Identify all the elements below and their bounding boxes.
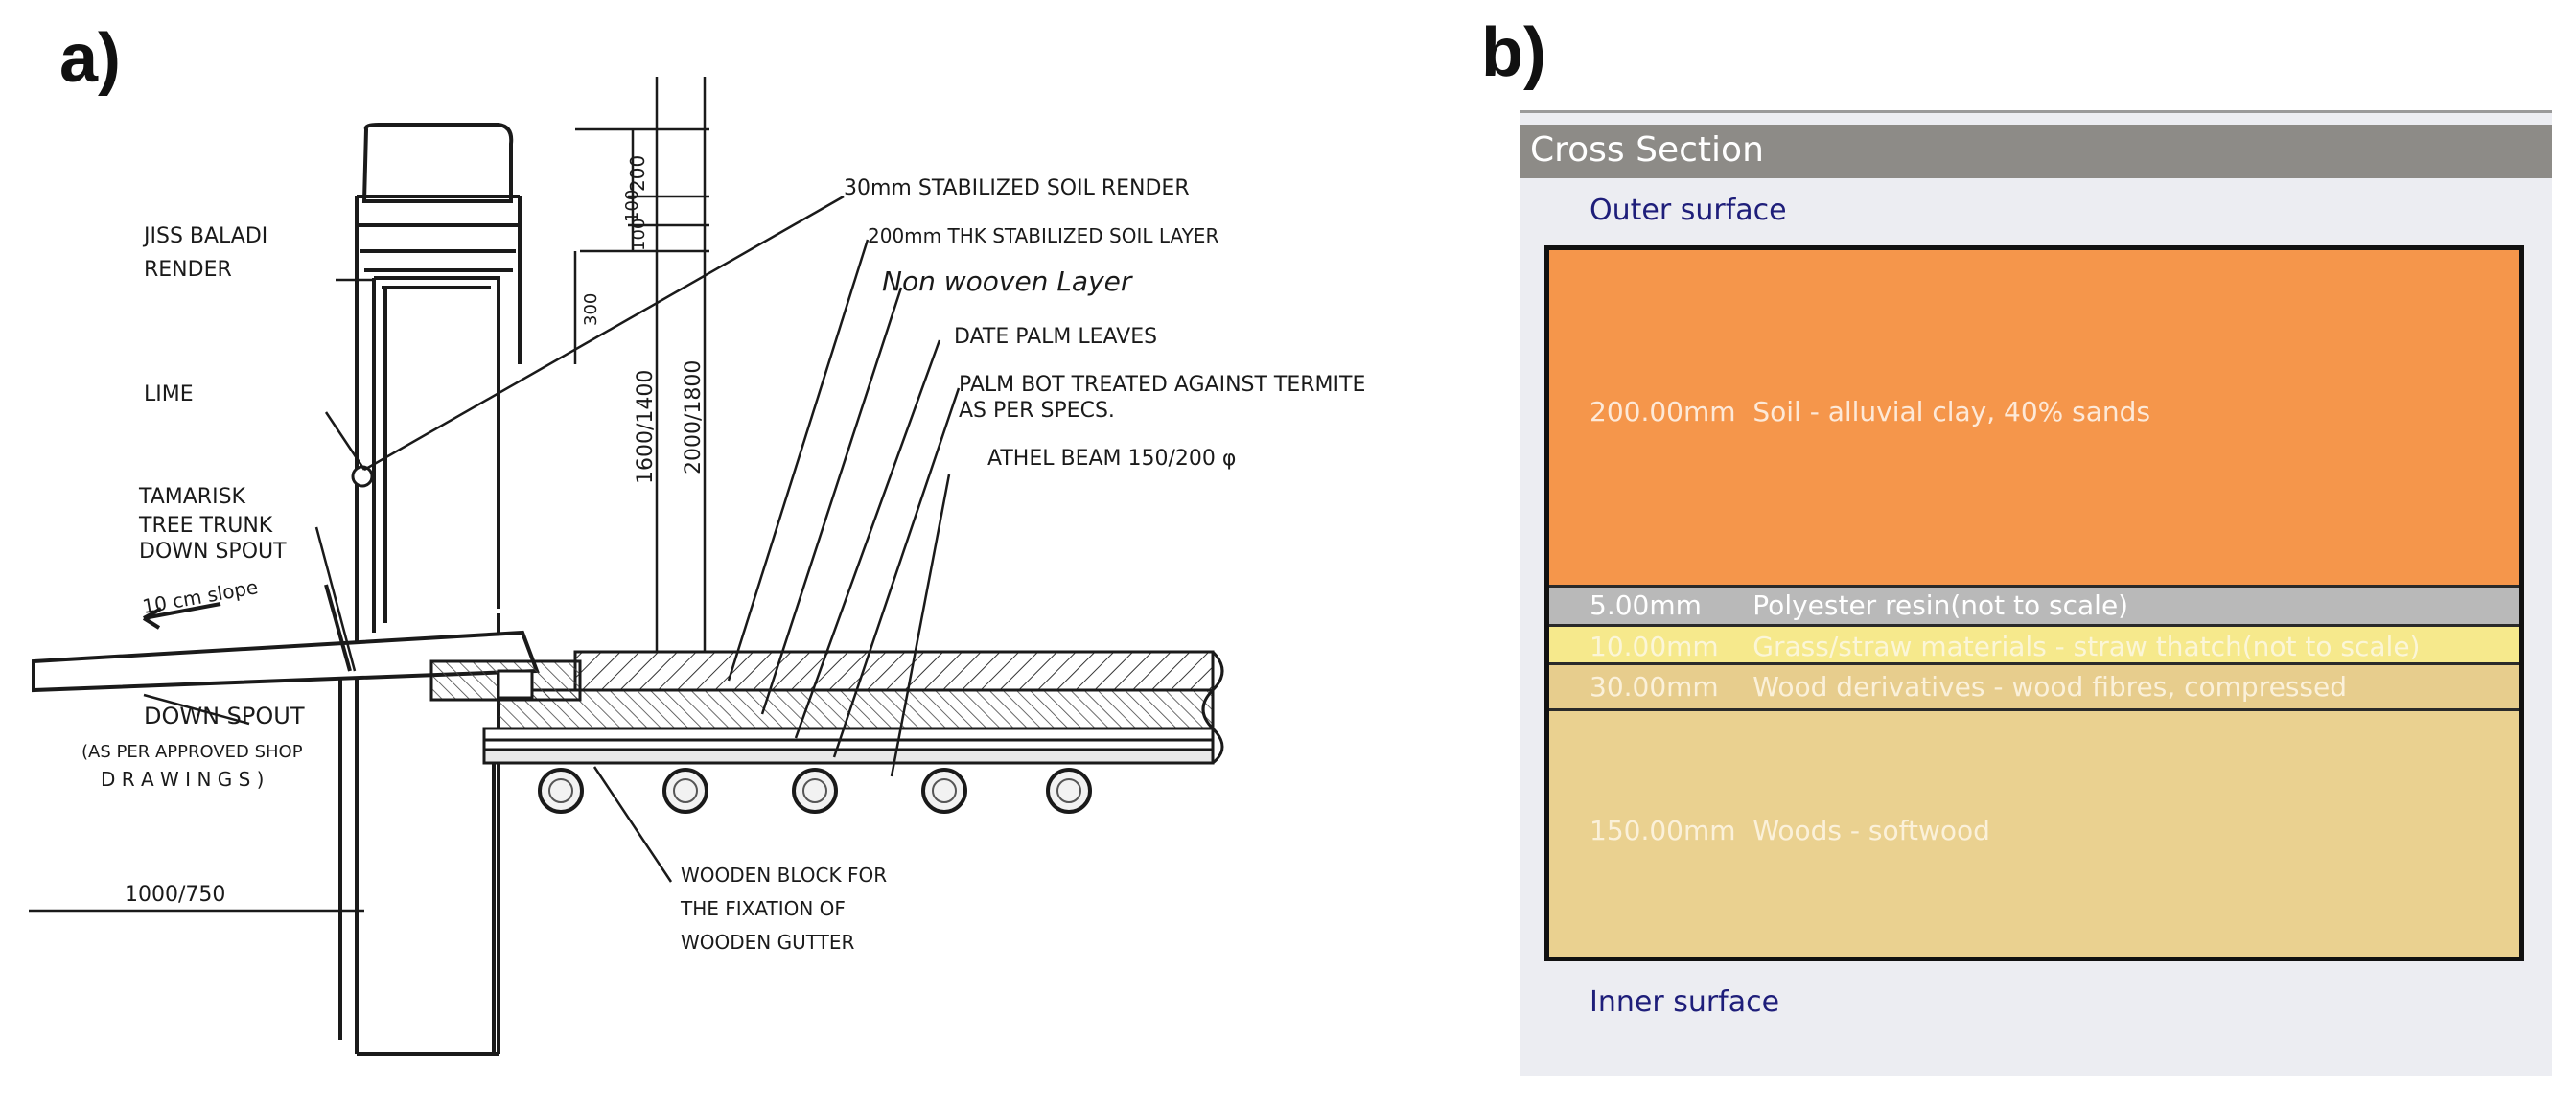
window-title-bar: Cross Section (1520, 125, 2552, 178)
layer-label: 5.00mm Polyester resin(not to scale) (1590, 589, 2129, 621)
svg-text:100: 100 (622, 190, 642, 222)
cross-section-window: Cross Section Outer surface 200.00mm Soi… (1520, 110, 2552, 1076)
svg-text:1600/1400: 1600/1400 (634, 370, 658, 484)
svg-text:THE FIXATION OF: THE FIXATION OF (680, 897, 846, 920)
parapet-wall (338, 123, 522, 1056)
svg-text:(AS PER APPROVED SHOP: (AS PER APPROVED SHOP (81, 742, 303, 762)
parapet-roof-detail-drawing: JISS BALADI RENDER LIME TAMARISK TREE TR… (29, 77, 1365, 1056)
svg-text:WOODEN GUTTER: WOODEN GUTTER (681, 931, 854, 954)
layer-label: 10.00mm Grass/straw materials - straw th… (1590, 631, 2421, 662)
svg-text:200mm THK STABILIZED SOIL LAYE: 200mm THK STABILIZED SOIL LAYER (868, 224, 1218, 247)
roof-slab (429, 650, 1224, 765)
athel-beams (538, 768, 1092, 814)
svg-text:300: 300 (581, 293, 601, 326)
svg-text:DOWN SPOUT: DOWN SPOUT (139, 540, 287, 564)
layer-wood-fibres[interactable]: 30.00mm Wood derivatives - wood fibres, … (1549, 665, 2519, 711)
svg-text:10 cm slope: 10 cm slope (141, 575, 260, 618)
svg-text:200: 200 (626, 155, 649, 192)
drawing-annotations: JISS BALADI RENDER LIME TAMARISK TREE TR… (81, 155, 1365, 954)
svg-text:Non wooven Layer: Non wooven Layer (882, 266, 1133, 297)
layer-label: 30.00mm Wood derivatives - wood fibres, … (1590, 671, 2347, 703)
svg-text:TAMARISK: TAMARISK (138, 485, 246, 509)
panel-b-label: b) (1481, 14, 1546, 91)
layer-label: 150.00mm Woods - softwood (1590, 815, 1990, 846)
svg-text:LIME: LIME (144, 382, 194, 406)
layer-polyester-resin[interactable]: 5.00mm Polyester resin(not to scale) (1549, 588, 2519, 627)
layer-straw-thatch[interactable]: 10.00mm Grass/straw materials - straw th… (1549, 627, 2519, 665)
window-title: Cross Section (1530, 130, 1764, 170)
layer-label: 200.00mm Soil - alluvial clay, 40% sands (1590, 396, 2151, 427)
svg-text:PALM BOT TREATED AGAINST TERMI: PALM BOT TREATED AGAINST TERMITE (959, 373, 1365, 397)
svg-text:2000/1800: 2000/1800 (682, 360, 706, 474)
outer-surface-label: Outer surface (1590, 194, 1787, 227)
svg-text:1000/750: 1000/750 (125, 883, 225, 907)
svg-text:JISS BALADI: JISS BALADI (142, 224, 267, 248)
inner-surface-label: Inner surface (1590, 985, 1780, 1019)
layer-soil[interactable]: 200.00mm Soil - alluvial clay, 40% sands (1549, 250, 2519, 588)
svg-text:ATHEL BEAM 150/200 φ: ATHEL BEAM 150/200 φ (987, 447, 1236, 471)
svg-text:AS PER SPECS.: AS PER SPECS. (959, 399, 1115, 423)
svg-text:DATE PALM LEAVES: DATE PALM LEAVES (954, 325, 1157, 349)
svg-text:DOWN SPOUT: DOWN SPOUT (144, 703, 305, 729)
layer-softwood[interactable]: 150.00mm Woods - softwood (1549, 711, 2519, 957)
panel-a-label: a) (59, 20, 122, 97)
dimension-lines (29, 77, 709, 913)
svg-text:RENDER: RENDER (144, 258, 232, 282)
svg-text:TREE TRUNK: TREE TRUNK (138, 514, 273, 538)
svg-text:100: 100 (629, 219, 649, 251)
svg-text:D R A W I N G S ): D R A W I N G S ) (101, 768, 264, 791)
svg-text:WOODEN BLOCK FOR: WOODEN BLOCK FOR (681, 864, 887, 887)
layer-stack: 200.00mm Soil - alluvial clay, 40% sands… (1544, 245, 2524, 961)
svg-text:30mm STABILIZED SOIL RENDER: 30mm STABILIZED SOIL RENDER (844, 176, 1190, 200)
leader-lines (143, 195, 961, 883)
